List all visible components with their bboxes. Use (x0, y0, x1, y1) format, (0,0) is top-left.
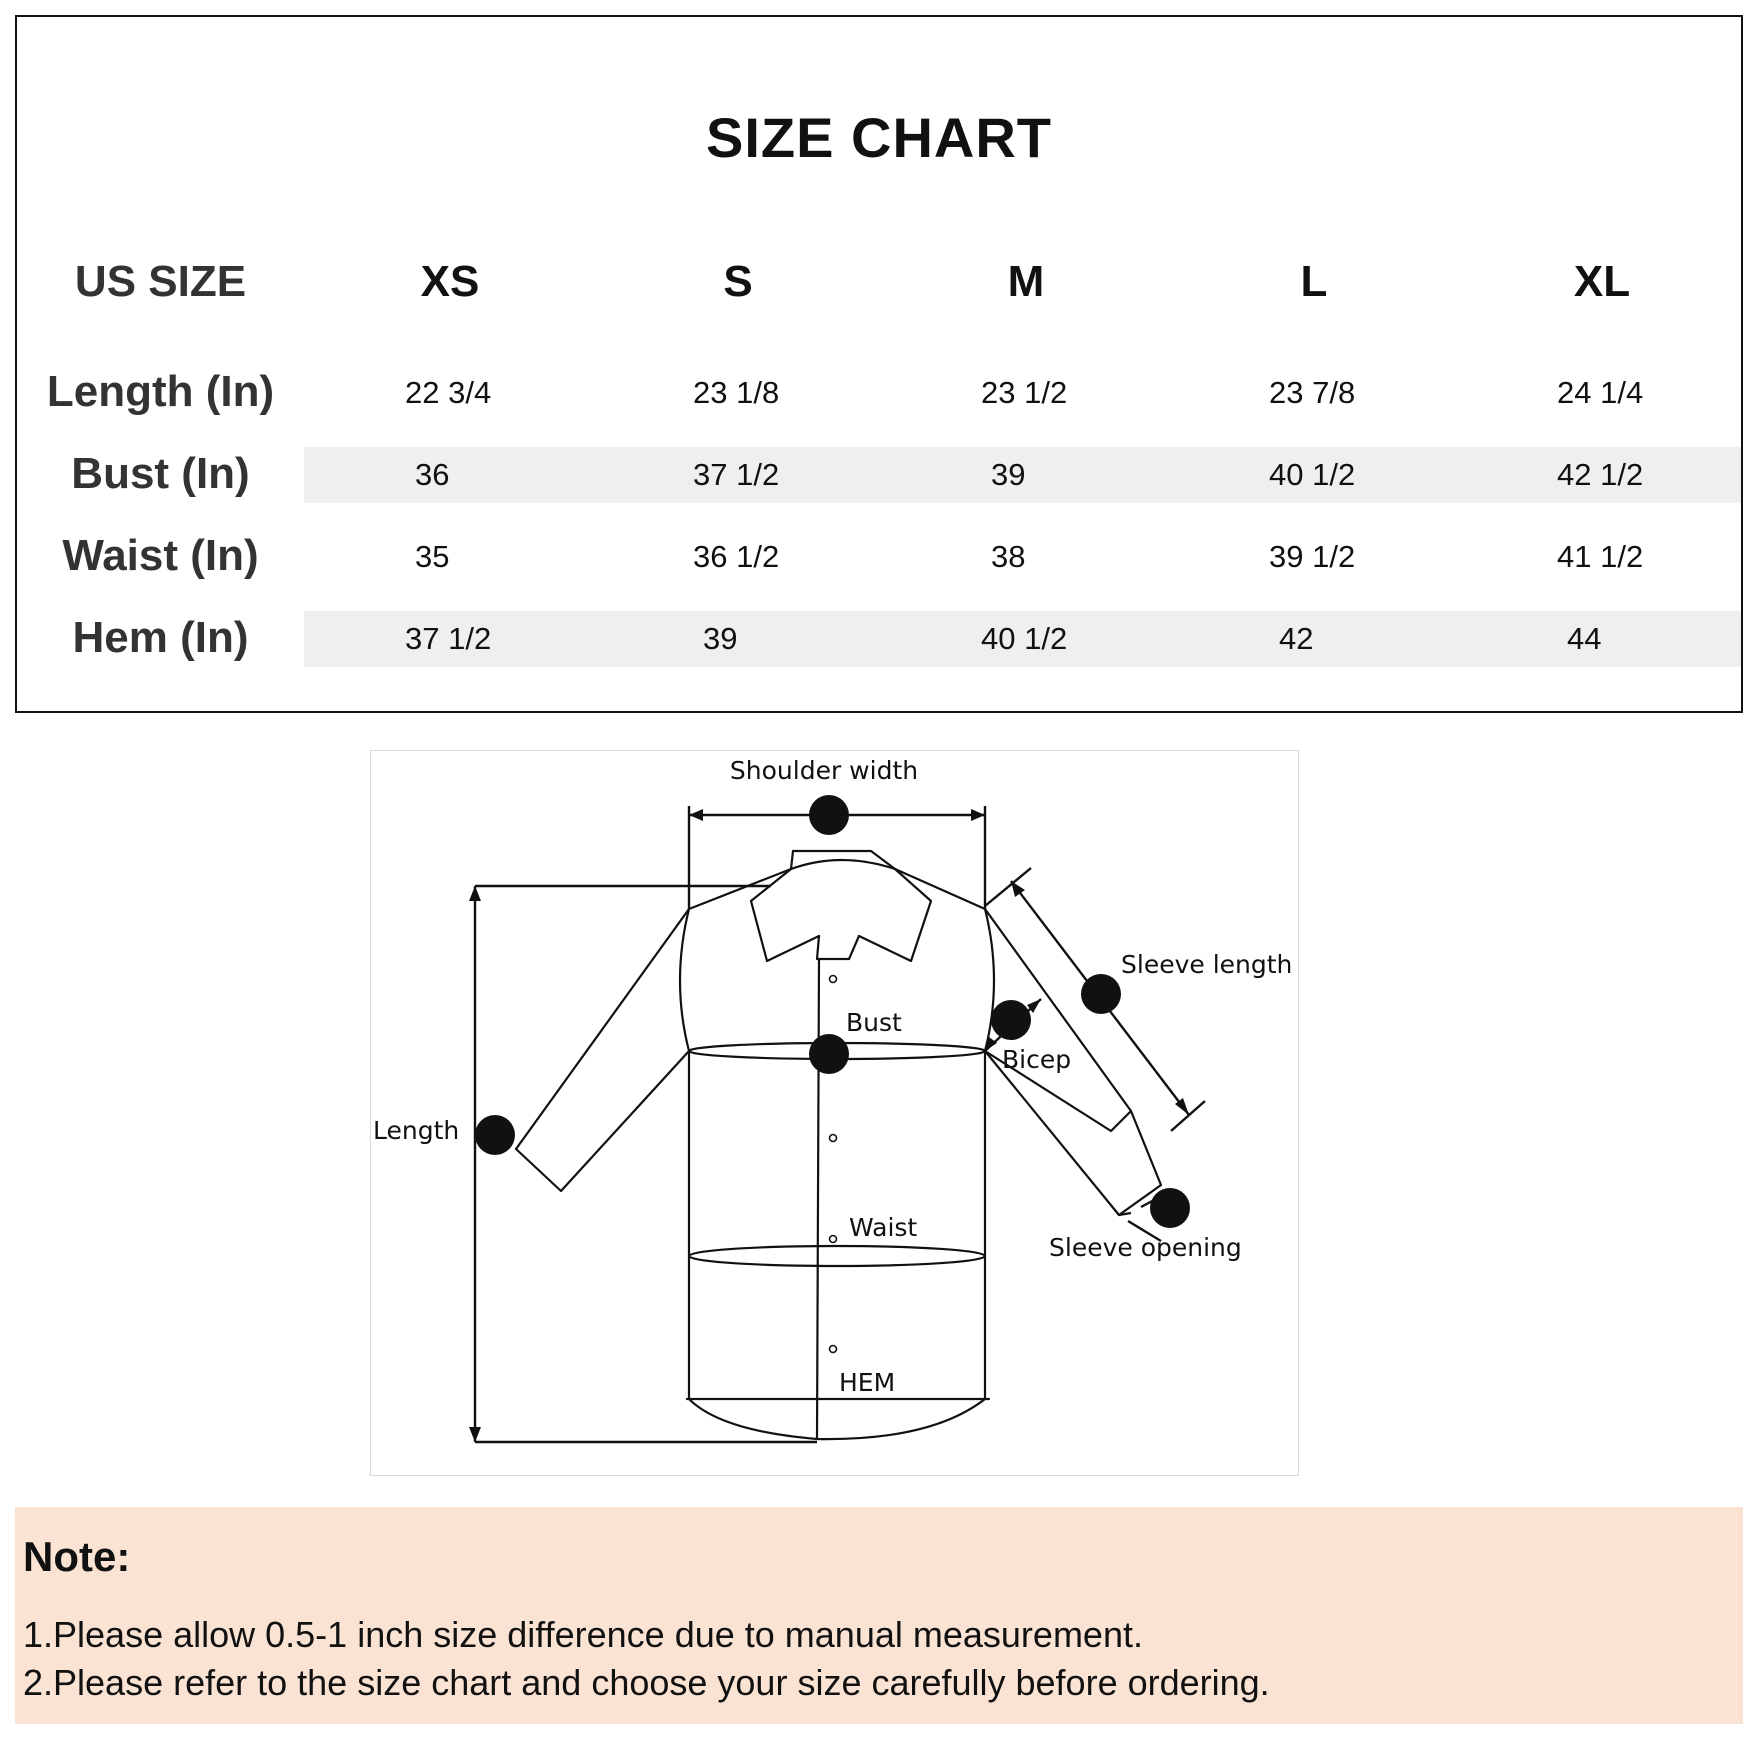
shirt-diagram-svg: 1 2 3 4 5 6 Shoulder width Sleeve length… (373, 756, 1292, 1444)
size-header-xs: XS (420, 257, 480, 306)
row-band-hem (304, 611, 1741, 667)
svg-text:2: 2 (820, 1040, 837, 1069)
shirt-outline (514, 849, 1163, 1441)
table-cell: 22 3/4 (405, 375, 492, 410)
label-shoulder-width: Shoulder width (730, 756, 918, 785)
row-band-bust (304, 447, 1741, 503)
badge-3: 3 (809, 795, 849, 835)
size-header-s: S (723, 257, 753, 306)
size-header-l: L (1300, 257, 1328, 306)
measurement-lines (473, 806, 1206, 1444)
row-label-bust: Bust (In) (71, 449, 250, 498)
note-line-1: 1.Please allow 0.5-1 inch size differenc… (23, 1614, 1143, 1655)
label-length: Length (373, 1116, 459, 1145)
header-us-size: US SIZE (74, 257, 247, 306)
badge-5: 5 (991, 1000, 1031, 1040)
svg-text:6: 6 (1161, 1194, 1178, 1223)
measurement-diagram: 1 2 3 4 5 6 Shoulder width Sleeve length… (370, 750, 1299, 1476)
badge-4: 4 (1081, 974, 1121, 1014)
table-cell: 42 (1279, 621, 1314, 656)
table-cell: 23 7/8 (1269, 375, 1356, 410)
table-cell: 36 1/2 (693, 539, 780, 574)
label-sleeve-opening: Sleeve opening (1049, 1233, 1242, 1262)
row-label-length: Length (In) (46, 367, 275, 416)
table-cell: 39 (991, 457, 1026, 492)
table-cell: 39 (703, 621, 738, 656)
label-sleeve-length: Sleeve length (1121, 950, 1292, 979)
row-label-hem: Hem (In) (72, 613, 249, 662)
table-cell: 40 1/2 (1269, 457, 1356, 492)
label-bust: Bust (846, 1008, 902, 1037)
label-waist: Waist (849, 1213, 917, 1242)
svg-text:3: 3 (820, 801, 837, 830)
table-cell: 39 1/2 (1269, 539, 1356, 574)
label-bicep: Bicep (1002, 1045, 1071, 1074)
svg-text:4: 4 (1092, 980, 1109, 1009)
size-chart-panel: SIZE CHART US SIZE XS S M L XL Length (I… (15, 15, 1743, 713)
badge-6: 6 (1150, 1188, 1190, 1228)
table-cell: 35 (415, 539, 450, 574)
size-header-xl: XL (1573, 257, 1631, 306)
arrowheads (469, 809, 1189, 1442)
note-line-2: 2.Please refer to the size chart and cho… (23, 1662, 1270, 1703)
table-cell: 37 1/2 (405, 621, 492, 656)
table-cell: 38 (991, 539, 1026, 574)
note-panel: Note: 1.Please allow 0.5-1 inch size dif… (15, 1507, 1743, 1724)
table-cell: 40 1/2 (981, 621, 1068, 656)
badge-2: 2 (809, 1034, 849, 1074)
row-label-waist: Waist (In) (62, 531, 259, 580)
table-cell: 23 1/8 (693, 375, 780, 410)
note-title: Note: (23, 1533, 131, 1580)
badge-1: 1 (475, 1115, 515, 1155)
table-cell: 44 (1567, 621, 1602, 656)
table-cell: 41 1/2 (1557, 539, 1644, 574)
svg-text:5: 5 (1002, 1006, 1019, 1035)
chart-title: SIZE CHART (706, 106, 1052, 169)
table-cell: 42 1/2 (1557, 457, 1644, 492)
table-cell: 24 1/4 (1557, 375, 1644, 410)
shirt-buttons (828, 974, 838, 1354)
size-header-m: M (1007, 257, 1045, 306)
table-cell: 23 1/2 (981, 375, 1068, 410)
table-cell: 37 1/2 (693, 457, 780, 492)
label-hem: HEM (839, 1368, 895, 1397)
table-cell: 36 (415, 457, 450, 492)
svg-text:1: 1 (486, 1121, 503, 1150)
